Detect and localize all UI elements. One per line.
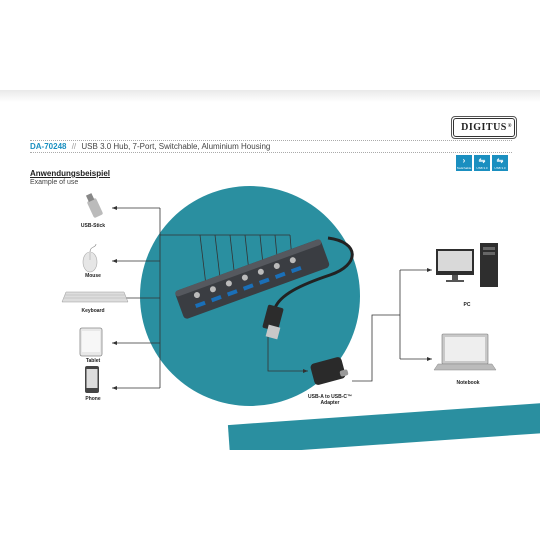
divider [30, 152, 512, 153]
device-label: Phone [85, 396, 101, 402]
switch-icon: ›Switchable [456, 155, 472, 171]
notebook-icon [433, 333, 497, 371]
connection-diagram [61, 193, 498, 393]
feature-badges: ›Switchable ⇋USB 3.0 ⇋USB 3.0 [456, 155, 510, 173]
right-connectors [267, 269, 432, 382]
hub-cable [273, 236, 354, 309]
adapter-label: USB-A to USB-C™ Adapter [308, 394, 352, 406]
logo-frame [451, 116, 517, 139]
device-label: PC [463, 302, 471, 308]
device-label: Notebook [456, 380, 480, 386]
section-subtitle: Example of use [30, 179, 79, 186]
keyboard-icon [61, 291, 129, 303]
product-sku: DA-70248 [30, 142, 67, 151]
product-sheet: DIGITUS® DA-70248 // USB 3.0 Hub, 7-Port… [0, 90, 540, 450]
divider [30, 140, 512, 141]
mouse-icon [82, 243, 98, 273]
device-label: USB-Stick [80, 223, 106, 229]
device-label: Tablet [85, 358, 101, 364]
usb-icon: ⇋USB 3.0 [474, 155, 490, 171]
usb-hub [175, 239, 330, 319]
device-label: Keyboard [81, 308, 105, 314]
usb-stick-icon [85, 193, 103, 218]
usb-c-adapter-tip [339, 369, 349, 377]
phone-icon [85, 366, 99, 393]
pc-icon [436, 243, 498, 287]
usb-a-plug [262, 304, 284, 332]
usb-icon: ⇋USB 3.0 [492, 155, 508, 171]
usb-a-plug-tip [265, 324, 281, 340]
product-title: DA-70248 // USB 3.0 Hub, 7-Port, Switcha… [30, 142, 270, 151]
section-title: Anwendungsbeispiel [30, 169, 111, 178]
tablet-icon [79, 327, 103, 357]
product-name: USB 3.0 Hub, 7-Port, Switchable, Alumini… [81, 142, 271, 151]
title-separator: // [71, 142, 77, 151]
usb-c-adapter [310, 357, 346, 385]
digitus-logo: DIGITUS® [453, 118, 515, 137]
device-label: Mouse [85, 273, 101, 279]
top-fade [0, 90, 540, 102]
